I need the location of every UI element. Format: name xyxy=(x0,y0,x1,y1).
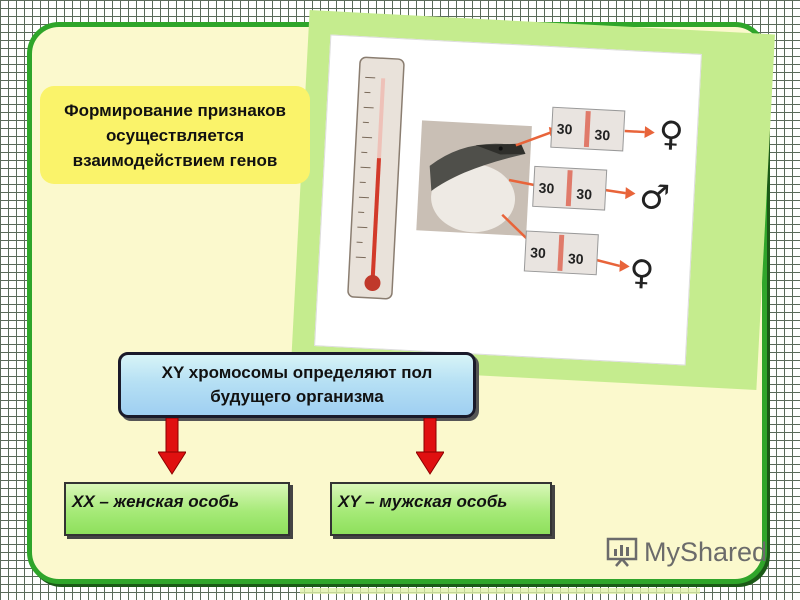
thermometer-2: 30 30 xyxy=(532,165,608,211)
thermometer-1-right-value: 30 xyxy=(594,126,611,143)
watermark-text: MyShared xyxy=(644,536,768,567)
watermark: MyShared xyxy=(606,534,767,570)
female-symbol-icon: ♀ xyxy=(628,252,655,293)
chromosome-heading-box: XY хромосомы определяют пол будущего орг… xyxy=(118,352,476,418)
crocodile-photo xyxy=(416,120,532,236)
female-box-label: XX – женская особь xyxy=(72,492,240,511)
info-line-2: осуществляется xyxy=(105,125,245,145)
info-line-3: взаимодействием генов xyxy=(72,150,278,170)
red-down-arrow-icon xyxy=(158,418,186,475)
chromosome-line-1: XY хромосомы определяют пол xyxy=(161,363,433,382)
female-symbol-icon: ♀ xyxy=(658,114,685,155)
thermometer-2-left-value: 30 xyxy=(538,180,555,197)
male-box-label: XY – мужская особь xyxy=(338,492,508,511)
female-box: XX – женская особь xyxy=(64,482,290,536)
thermometer-3-right-value: 30 xyxy=(568,250,585,267)
info-line-1: Формирование признаков xyxy=(64,100,286,120)
male-symbol-icon: ♂ xyxy=(638,177,671,219)
thermometer-1-left-value: 30 xyxy=(556,120,573,137)
illustration: 30 30 30 30 30 30 ♀ ♂ ♀ xyxy=(314,34,702,366)
thermometer-1: 30 30 xyxy=(550,106,626,152)
male-box: XY – мужская особь xyxy=(330,482,552,536)
thermometer-2-right-value: 30 xyxy=(576,186,593,203)
large-thermometer xyxy=(347,56,405,300)
presentation-chart-icon xyxy=(606,537,638,567)
gene-interaction-note: Формирование признаков осуществляется вз… xyxy=(40,86,310,184)
bottom-decor-strip xyxy=(300,588,700,594)
thermometer-3-left-value: 30 xyxy=(530,244,547,261)
red-down-arrow-icon xyxy=(416,418,444,475)
thermometer-3: 30 30 xyxy=(523,230,599,276)
chromosome-line-2: будущего организма xyxy=(210,387,384,406)
